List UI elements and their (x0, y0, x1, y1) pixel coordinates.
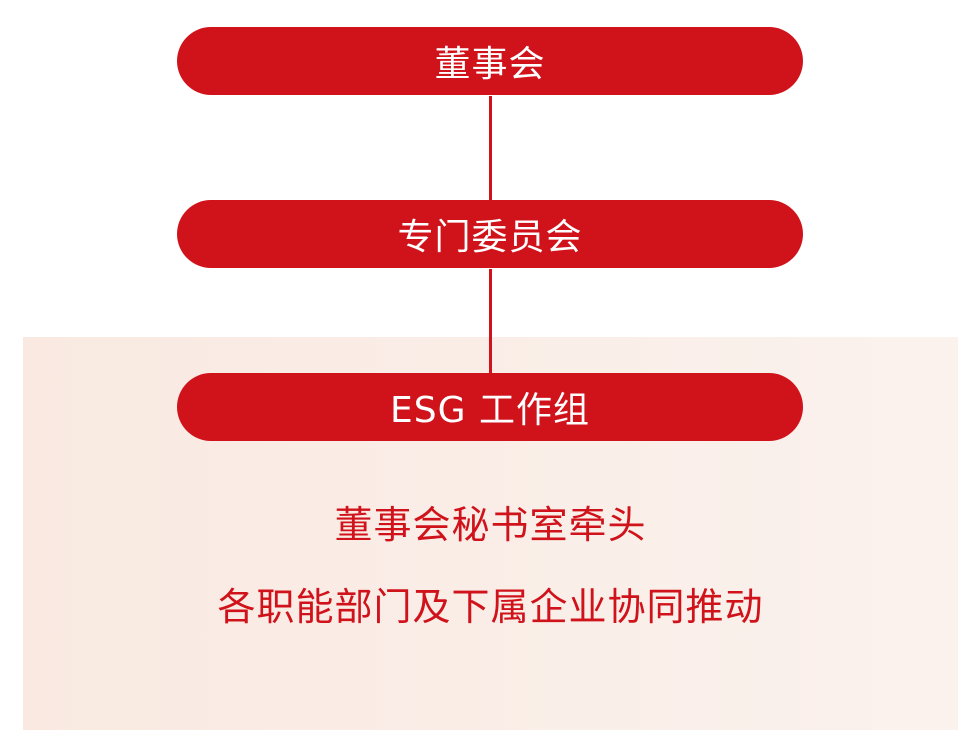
description-collaboration: 各职能部门及下属企业协同推动 (217, 585, 764, 629)
node-label: 董事会 (434, 44, 546, 85)
node-special-committees: 专门委员会 (177, 200, 803, 268)
connector-board-to-committee (489, 96, 492, 200)
node-label: ESG 工作组 (390, 390, 590, 431)
connector-committee-to-esg-group (489, 269, 492, 373)
node-label: 专门委员会 (397, 217, 583, 258)
description-lead: 董事会秘书室牵头 (334, 503, 647, 547)
node-board-of-directors: 董事会 (177, 27, 803, 95)
node-esg-working-group: ESG 工作组 (177, 373, 803, 441)
